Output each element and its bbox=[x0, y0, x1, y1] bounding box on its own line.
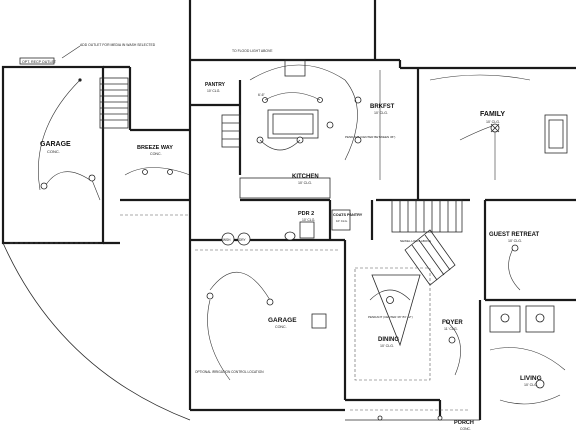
outlet-note: OPT. RECP OUTLET bbox=[22, 60, 57, 64]
room-label-brkfst: BRKFST bbox=[370, 104, 395, 110]
flood-note: TO FLOOD LIGHT ABOVE bbox=[232, 49, 273, 53]
pendant-note-dining: PENDANT (CENTER 36" BY 42") bbox=[368, 315, 413, 319]
room-sub-kitchen: 10' CLG. bbox=[298, 181, 312, 185]
porch-area: PORCH CONC. bbox=[345, 409, 480, 431]
pdr-laundry-area: WSH DRY PDR 2 10' CLG. COATS PANTRY 10' … bbox=[221, 209, 363, 246]
family-area: FAMILY 10' CLG. bbox=[429, 74, 531, 180]
room-label-guest-retreat: GUEST RETREAT bbox=[489, 232, 540, 238]
main-stairs: NEWEL LIGHT ABOVE bbox=[391, 199, 463, 286]
room-sub-pantry: 10' CLG. bbox=[207, 89, 220, 93]
room-label-garage-left: GARAGE bbox=[40, 141, 71, 148]
room-sub-guest-retreat: 10' CLG. bbox=[508, 239, 522, 243]
room-sub-brkfst: 10' CLG. bbox=[374, 111, 388, 115]
room-sub-living: 10' CLG. bbox=[524, 383, 538, 387]
room-label-breeze-way: BREEZE WAY bbox=[137, 145, 173, 151]
room-label-pdr: PDR 2 bbox=[298, 211, 314, 217]
room-label-garage-main: GARAGE bbox=[268, 317, 297, 324]
room-label-coats-pantry: COATS PANTRY bbox=[333, 213, 363, 217]
living-area: LIVING 10' CLG. bbox=[489, 347, 566, 405]
room-sub-garage-main: CONC. bbox=[275, 325, 287, 329]
room-label-foyer: FOYER bbox=[442, 320, 463, 326]
pendant-note-brkfst: PENDANT (CENTER BETWEEN 36") bbox=[345, 135, 395, 139]
room-label-dining: DINING bbox=[378, 337, 399, 343]
main-garage-area: OPTIONAL IRRIGATION CONTROL LOCATION GAR… bbox=[195, 249, 340, 381]
room-label-porch: PORCH bbox=[454, 420, 474, 426]
left-stairs bbox=[99, 77, 129, 129]
room-sub-pdr: 10' CLG. bbox=[302, 218, 315, 222]
kitchen-area: TO FLOOD LIGHT ABOVE 6'-6" PANTRY 10' CL… bbox=[205, 49, 346, 199]
irrigation-note: OPTIONAL IRRIGATION CONTROL LOCATION bbox=[195, 370, 264, 374]
breeze-way-area: BREEZE WAY CONC. bbox=[120, 128, 191, 216]
washer-label: WSH bbox=[223, 238, 231, 242]
room-sub-coats-pantry: 10' CLG. bbox=[336, 219, 348, 223]
foyer-area: FOYER 11' CLG. bbox=[442, 319, 463, 376]
newel-note: NEWEL LIGHT ABOVE bbox=[400, 239, 431, 243]
room-label-family: FAMILY bbox=[480, 111, 505, 118]
room-sub-breeze-way: CONC. bbox=[150, 152, 162, 156]
left-garage-area: OPT. RECP OUTLET ADD OUTLET FOR MEDIA IN… bbox=[1, 43, 191, 421]
dryer-label: DRY bbox=[239, 238, 247, 242]
room-label-kitchen: KITCHEN bbox=[292, 174, 319, 180]
guest-retreat-area: GUEST RETREAT 10' CLG. bbox=[489, 232, 555, 333]
room-sub-family: 10' CLG. bbox=[486, 120, 500, 124]
main-house-walls bbox=[188, 0, 576, 420]
room-sub-porch: CONC. bbox=[460, 427, 471, 431]
room-sub-dining: 10' CLG. bbox=[380, 344, 394, 348]
dimension-note: 6'-6" bbox=[258, 93, 266, 97]
room-sub-garage-left: CONC. bbox=[47, 149, 60, 154]
room-label-living: LIVING bbox=[520, 375, 542, 382]
dining-area: PENDANT (CENTER 36" BY 42") DINING 10' C… bbox=[354, 267, 431, 381]
room-sub-foyer: 11' CLG. bbox=[444, 327, 458, 331]
room-label-pantry: PANTRY bbox=[205, 82, 226, 88]
breakfast-area: PENDANT (CENTER BETWEEN 36") BRKFST 10' … bbox=[344, 70, 395, 180]
add-outlet-note: ADD OUTLET FOR MEDIA IN WASH SELECTED bbox=[80, 43, 156, 47]
